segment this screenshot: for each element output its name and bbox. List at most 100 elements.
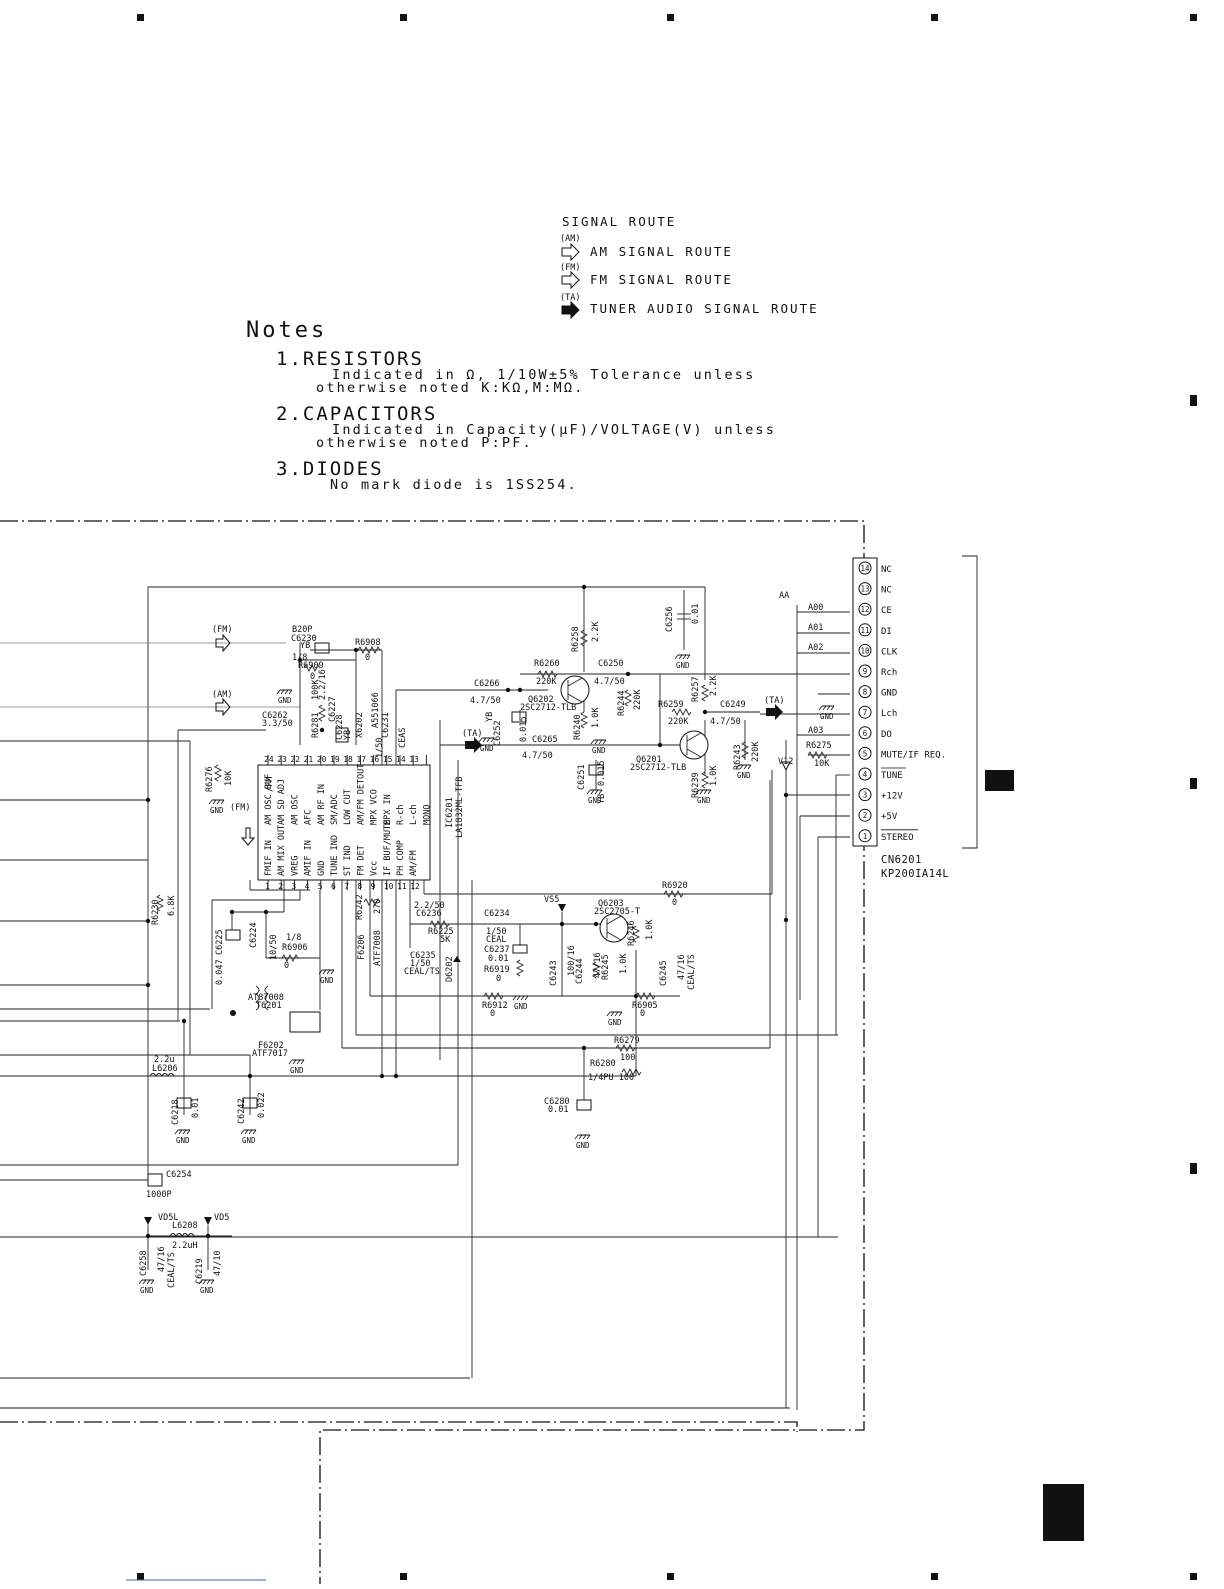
- route-markers: (FM) (AM) (FM) (TA) (TA): [212, 625, 784, 846]
- connector-pin-number: 12: [860, 605, 869, 614]
- resistor-r6242: [363, 897, 381, 907]
- pin-circle-icon: [858, 705, 872, 719]
- route-tag-fm-down: (FM): [230, 803, 250, 813]
- ground-icon: GND: [478, 737, 495, 753]
- route-label-am: AM SIGNAL ROUTE: [590, 244, 733, 259]
- lbl-c6227-v: 2.2/16: [318, 669, 328, 700]
- resistor-r6244: [623, 689, 633, 707]
- capacitor-c6230: [314, 642, 330, 654]
- ground-icon: GND: [174, 1129, 191, 1145]
- gnd-label: GND: [608, 1018, 622, 1027]
- connector-pin-name: CLK: [881, 647, 898, 657]
- ic-pin-name-bottom: GND: [317, 861, 327, 876]
- connector-ref: CN6201: [881, 854, 922, 866]
- ground-icon: GND: [590, 739, 607, 755]
- lbl-ceal-ts-3: CEAL/TS: [687, 954, 697, 990]
- connector-pin-number: 3: [863, 791, 868, 800]
- lbl-x6202: X6202: [355, 712, 365, 738]
- transformer-t6201: [230, 985, 269, 1016]
- ground-icon: GND: [695, 789, 712, 805]
- resistor-r6279: [615, 1043, 636, 1053]
- pin-circle-icon: [858, 602, 872, 616]
- resistor-r6920: [663, 889, 684, 899]
- ic-pin-name-top: R-ch: [396, 805, 406, 825]
- resistor-r6245: [591, 961, 601, 979]
- lbl-r6242-v: 270: [373, 899, 383, 914]
- ground-symbols: GND GND GND GND GND GND GND GND GND GND GND GND GND G…: [138, 654, 835, 1295]
- gnd-label: GND: [176, 1136, 190, 1145]
- gnd-label: GND: [210, 806, 224, 815]
- ic-pin-name-bottom: IF BUF/MUTE: [383, 820, 393, 876]
- lbl-r6280-v: 1/4PU 100: [588, 1073, 634, 1083]
- connector-pin-name: DI: [881, 627, 892, 637]
- ground-icon: GND: [276, 689, 293, 705]
- lbl-r6281-v: 100K: [311, 679, 321, 700]
- lbl-c6224-v: 10/50: [269, 934, 279, 960]
- lbl-r6906: R6906: [282, 943, 308, 953]
- lbl-r6257: R6257: [691, 676, 701, 702]
- ic-pin-name-bottom: ST IND: [343, 845, 353, 876]
- net-a03: A03: [808, 726, 823, 736]
- lbl-r6257-v: 2.2K: [709, 675, 719, 696]
- lbl-c6249: C6249: [720, 700, 746, 710]
- ic-pin-number-top: 16: [370, 755, 380, 764]
- connector-pin-3: 3+12V: [858, 788, 903, 802]
- junction-dots: [145, 584, 789, 1239]
- lbl-c6236-v: 2.2/50: [414, 901, 445, 911]
- lbl-r6279: R6279: [614, 1036, 640, 1046]
- ic-pin-name-top: AFC: [304, 810, 314, 825]
- gnd-label: GND: [588, 796, 602, 805]
- lbl-c6244-v: 47/16: [593, 952, 603, 978]
- note-resistors-line2: otherwise noted K:KΩ,M:MΩ.: [316, 380, 585, 396]
- lbl-r6243-v: 220K: [751, 741, 761, 762]
- gnd-label: GND: [200, 1286, 214, 1295]
- ic-pin-number-bottom: 3: [291, 882, 296, 891]
- lbl-vs5: VS5: [544, 895, 559, 905]
- connector-pin-number: 8: [863, 688, 868, 697]
- ic-pin-name-top: AM SD ADJ: [277, 779, 287, 825]
- lbl-c6256-v: 0.01: [691, 604, 701, 624]
- lbl-c6242-v: 0.022: [257, 1092, 267, 1118]
- wiring: [0, 586, 850, 1410]
- lbl-c6235-v: 1/50: [410, 959, 430, 969]
- gnd-label: GND: [140, 1286, 154, 1295]
- passive-components: [144, 613, 828, 1237]
- lbl-r6242: R6242: [355, 894, 365, 920]
- lbl-c6245-v: 47/16: [677, 954, 687, 980]
- v12-supply-icon: [781, 761, 791, 772]
- connector-pin-name: MUTE/IF REQ.: [881, 750, 946, 760]
- ground-icon: GND: [818, 705, 835, 721]
- ground-icon: GND: [198, 1279, 215, 1295]
- connector-pin-number: 10: [860, 646, 870, 655]
- lbl-f6206: F6206: [357, 934, 367, 960]
- lbl-v12: V12: [778, 757, 793, 767]
- lbl-q6203-v: 2SC2705-T: [594, 907, 640, 917]
- lbl-c6219: C6219: [195, 1258, 205, 1284]
- ground-icon: GND: [138, 1279, 155, 1295]
- gnd-label: GND: [676, 661, 690, 670]
- ic-pin-name-bottom: Vcc: [370, 861, 380, 876]
- lbl-q6202: Q6202: [528, 695, 554, 705]
- gnd-label: GND: [290, 1066, 304, 1075]
- lbl-c6266: C6266: [474, 679, 500, 689]
- pin-circle-icon: [858, 829, 872, 843]
- connector-pin-number: 6: [863, 729, 868, 738]
- lbl-r6258-v: 2.2K: [591, 621, 601, 642]
- ta-route-arrow-icon: [561, 300, 580, 320]
- route-label-fm: FM SIGNAL ROUTE: [590, 272, 733, 287]
- lbl-c6228: C6228: [335, 714, 345, 740]
- lbl-yb-3: YB: [485, 712, 495, 722]
- lbl-c6218-v: 0.01: [191, 1098, 201, 1118]
- lbl-r6225-v: 5K: [440, 935, 451, 945]
- capacitor-c6242: [242, 1097, 258, 1109]
- lbl-r6275-v: 10K: [814, 759, 830, 769]
- lbl-c6236: C6236: [416, 909, 442, 919]
- lbl-c6244: C6244: [575, 958, 585, 984]
- ic-pin-number-bottom: 8: [357, 882, 362, 891]
- note-capacitors-line2: otherwise noted P:PF.: [316, 435, 533, 451]
